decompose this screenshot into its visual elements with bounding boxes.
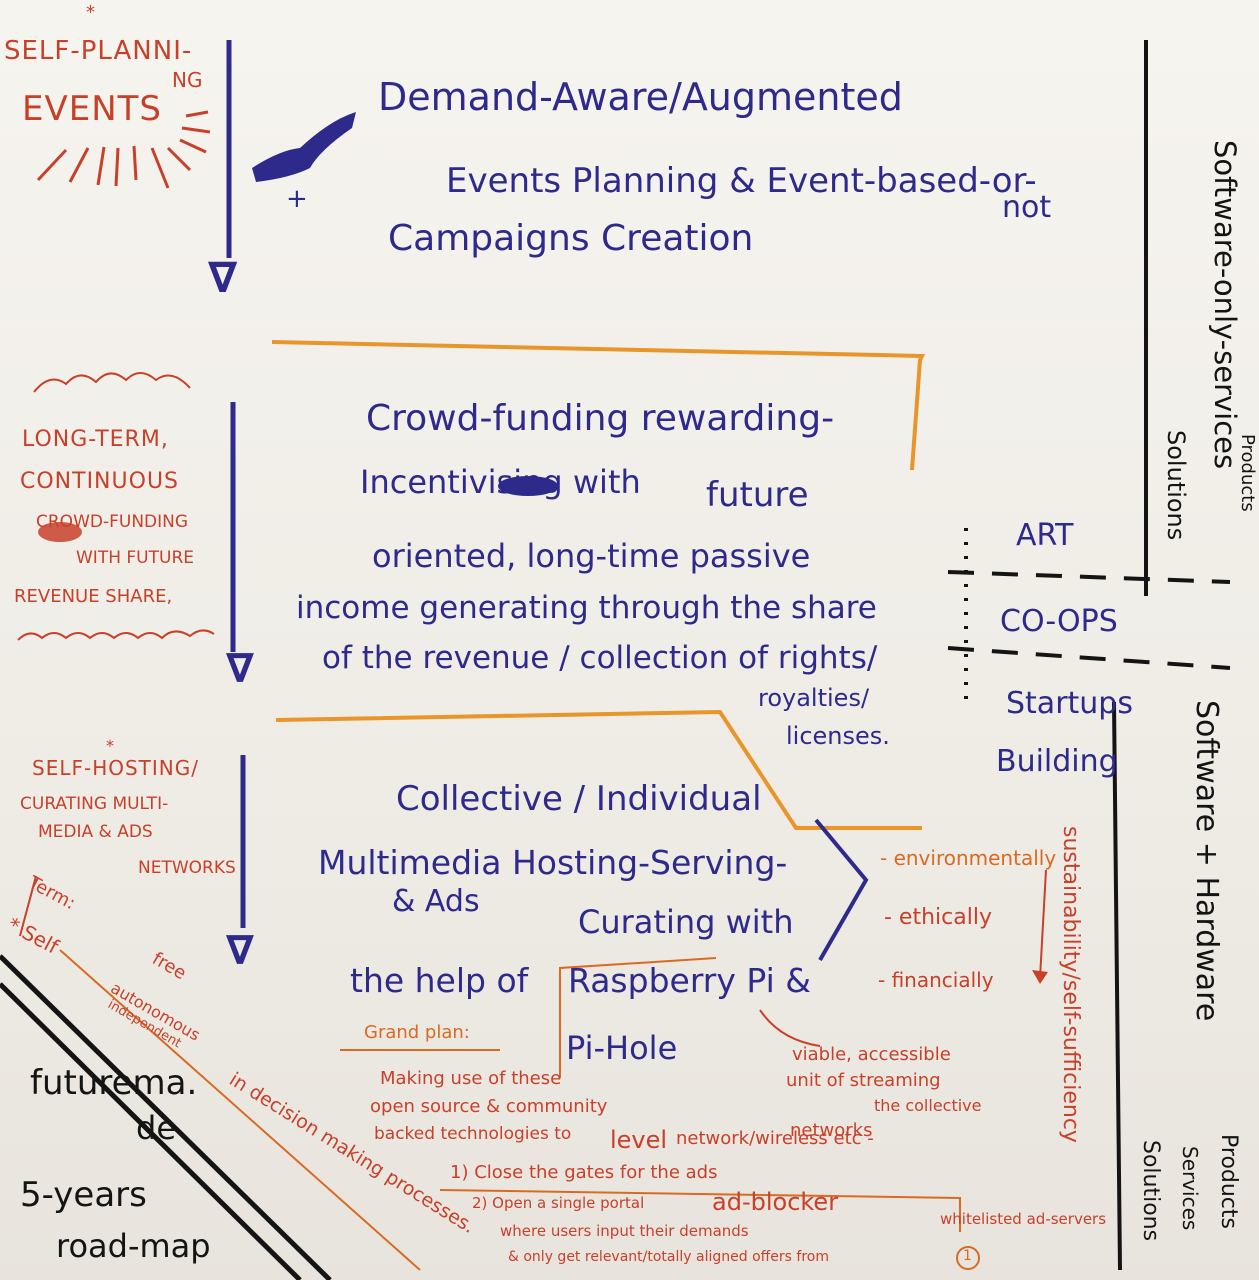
solutions-label-bottom: Solutions	[1138, 1140, 1163, 1242]
crossed-out-scribble	[252, 112, 356, 182]
grand-plan-heading: Grand plan:	[364, 1022, 470, 1043]
diagonal-line-orange	[59, 949, 421, 1271]
self-planning-label: SELF-PLANNI-	[4, 36, 193, 66]
revenue-share-label: REVENUE SHARE,	[14, 586, 173, 607]
section3-line2: Multimedia Hosting-Serving-	[318, 843, 788, 882]
down-arrow-icon: ∇	[208, 253, 238, 302]
roadmap-line1: 5-years	[20, 1175, 147, 1215]
sustainability-financially: - financially	[878, 968, 994, 992]
long-term-label: LONG-TERM,	[22, 427, 169, 452]
continuous-label: CONTINUOUS	[20, 469, 180, 494]
viable-line3: the collective	[874, 1096, 982, 1115]
software-only-label: Software-only-services	[1208, 140, 1242, 470]
arrow-head-icon	[1032, 970, 1048, 984]
ad-blocker-label: ad-blocker	[712, 1188, 839, 1216]
building-label: Building	[996, 744, 1118, 779]
events-label: EVENTS	[22, 89, 163, 129]
products-label-bottom: Products	[1216, 1134, 1241, 1229]
crossed-out-scribble-red	[38, 522, 82, 542]
right-rule-bottom	[1112, 701, 1122, 1271]
section1-heading: Demand-Aware/Augmented	[378, 75, 903, 119]
networks-label: NETWORKS	[138, 858, 236, 878]
section2-line4: income generating through the share	[296, 590, 877, 626]
coops-label: CO-OPS	[1000, 604, 1118, 639]
products-label-top: Products	[1237, 434, 1258, 512]
grand-plan-step2-end: & only get relevant/totally aligned offe…	[508, 1249, 829, 1265]
orange-box-line-1	[559, 957, 717, 1078]
roadmap-line2: road-map	[56, 1227, 211, 1265]
grand-plan-line3: backed technologies to	[374, 1124, 572, 1144]
orange-list-line	[439, 1189, 961, 1232]
orange-bracket-top	[271, 340, 926, 471]
section3-line5: Pi-Hole	[566, 1029, 678, 1067]
viable-line2: unit of streaming	[786, 1070, 941, 1091]
sustainability-ethically: - ethically	[884, 905, 992, 930]
solutions-label-top: Solutions	[1162, 430, 1190, 541]
term-box-edge	[19, 875, 37, 937]
grand-plan-step2: 2) Open a single portal	[472, 1194, 645, 1212]
plus-sign: +	[286, 184, 308, 214]
section2-line7: licenses.	[786, 722, 890, 750]
crowd-funding-label: CROWD-FUNDING	[36, 512, 189, 532]
section2-line6: royalties/	[758, 684, 870, 712]
startups-label: Startups	[1006, 686, 1133, 721]
down-arrow-icon: ∇	[226, 646, 254, 692]
viable-line4: networks	[790, 1120, 873, 1141]
with-future-label: WITH FUTURE	[76, 548, 194, 568]
dashed-separator-1	[947, 570, 1231, 584]
blue-brace	[814, 818, 869, 961]
section2-line5: of the revenue / collection of rights/	[322, 640, 878, 676]
software-hardware-label: Software + Hardware	[1189, 700, 1224, 1022]
circled-number: 1	[963, 1248, 972, 1264]
viable-line1: viable, accessible	[792, 1044, 951, 1065]
sustainability-vertical: sustainability/self-sufficiency	[1058, 826, 1083, 1143]
section3-line4a: the help of	[350, 961, 529, 1000]
grand-plan-network: network/wireless etc -	[676, 1128, 874, 1149]
star-mark: *	[106, 736, 114, 755]
section1-line2b: not	[1002, 190, 1052, 225]
self-planning-label-cont: NG	[172, 68, 203, 92]
sustainability-environmentally: - environmentally	[880, 846, 1057, 870]
section2-line2a: Incentivising with	[360, 463, 641, 501]
grand-plan-level: level	[610, 1126, 668, 1154]
media-ads-label: MEDIA & ADS	[38, 822, 153, 842]
section3-line3b: Curating with	[578, 903, 794, 941]
down-arrow-icon: ∇	[226, 928, 254, 974]
self-hosting-label: SELF-HOSTING/	[32, 756, 199, 780]
brand-line2: de	[136, 1109, 176, 1147]
grand-plan-step2-cont: where users input their demands	[500, 1222, 749, 1240]
dashed-separator-2	[947, 646, 1231, 670]
section1-line2: Events Planning & Event-based-or-	[446, 161, 1037, 201]
diagonal-line-1	[0, 954, 332, 1280]
brand-line1: futurema.	[30, 1063, 198, 1103]
star-mark: *	[86, 2, 95, 23]
crossed-out-scribble-blue	[498, 476, 558, 496]
sustainability-arrow	[1039, 869, 1047, 979]
section2-line2b: future	[706, 475, 809, 515]
whitelisted-label: whitelisted ad-servers	[940, 1210, 1107, 1228]
section3-line3a: & Ads	[392, 884, 480, 919]
sun-rays-icon	[36, 110, 211, 189]
section3-line4b: Raspberry Pi &	[568, 961, 811, 1000]
art-label: ART	[1016, 518, 1074, 553]
section2-line1: Crowd-funding rewarding-	[366, 398, 835, 439]
cloud-sketch-icon	[33, 372, 191, 393]
wave-sketch	[17, 629, 215, 641]
section1-line3: Campaigns Creation	[388, 218, 754, 259]
diagonal-line-2	[0, 982, 302, 1280]
grand-plan-line2: open source & community	[370, 1096, 608, 1117]
section2-line3: oriented, long-time passive	[372, 537, 811, 575]
services-label-bottom: Services	[1178, 1146, 1202, 1231]
circled-marker	[956, 1246, 980, 1270]
red-curve-connector	[759, 1009, 821, 1047]
grand-plan-step1: 1) Close the gates for the ads	[450, 1162, 718, 1183]
orange-bracket-bottom	[275, 709, 922, 830]
grand-plan-line1: Making use of these	[380, 1068, 562, 1089]
section3-line1: Collective / Individual	[396, 779, 762, 819]
curating-multi-label: CURATING MULTI-	[20, 794, 169, 814]
